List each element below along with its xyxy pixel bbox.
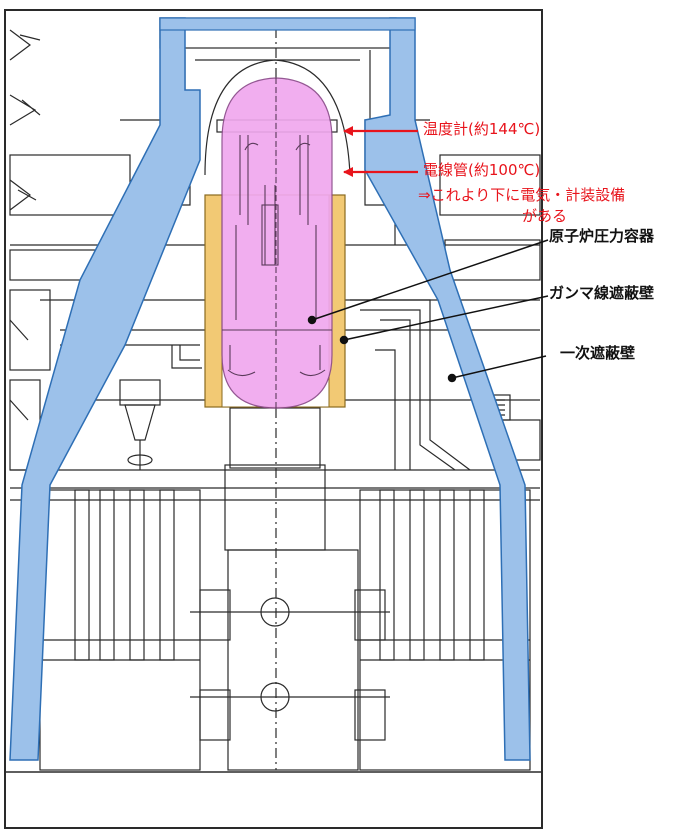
leader-reactor-vessel — [311, 239, 549, 321]
conduit-note-line2: がある — [522, 207, 568, 225]
primary-shield-wall-label: 一次遮蔽壁 — [560, 344, 636, 362]
reactor-pressure-vessel-label: 原子炉圧力容器 — [549, 227, 655, 245]
leader-primary-shield-dot — [447, 373, 457, 383]
leader-gamma-shield-dot — [339, 335, 349, 345]
reactor-pressure-vessel — [221, 77, 333, 409]
vessel-internals — [222, 78, 332, 408]
thermometer-label: 温度計(約144℃) — [423, 120, 541, 138]
primary-shield-left — [9, 17, 201, 761]
conduit-note-line1: ⇒これより下に電気・計装設備 — [418, 186, 626, 204]
conduit-label: 電線管(約100℃) — [423, 161, 541, 179]
gamma-ray-shield-label: ガンマ線遮蔽壁 — [549, 284, 655, 302]
leader-gamma-shield — [343, 295, 549, 341]
leader-primary-shield — [451, 355, 547, 379]
primary-shield-wall — [9, 17, 531, 761]
leader-lines — [307, 239, 549, 383]
primary-shield-right — [364, 17, 531, 761]
leader-reactor-vessel-dot — [307, 315, 317, 325]
diagram-frame — [4, 9, 543, 829]
primary-shield-top — [159, 17, 416, 31]
red-arrows — [343, 126, 418, 177]
